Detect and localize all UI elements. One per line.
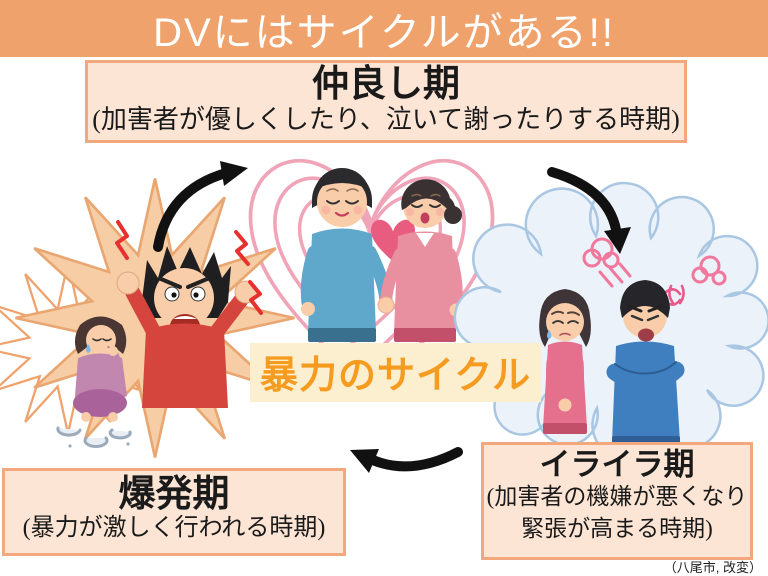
stage-desc-tension-line1: (加害者の機嫌が悪くなり — [486, 484, 748, 510]
stage-title-tension: イライラ期 — [539, 447, 695, 482]
attribution: （八尾市, 改変） — [663, 560, 762, 575]
happy-woman — [380, 179, 463, 342]
stage-box-explosion: 爆発期 (暴力が激しく行われる時期) — [2, 468, 346, 556]
title-banner: DVにはサイクルがある!! — [0, 0, 768, 57]
page-title: DVにはサイクルがある!! — [153, 10, 615, 55]
stage-box-tension: イライラ期 (加害者の機嫌が悪くなり 緊張が高まる時期) — [481, 442, 753, 560]
steam-puff-icon — [582, 237, 727, 288]
crouching-woman — [56, 316, 132, 448]
arrow-honeymoon-to-tension-icon — [547, 167, 631, 254]
cycle-arrows — [153, 161, 631, 473]
cycle-label: 暴力のサイクル — [250, 343, 542, 402]
happy-man — [300, 168, 393, 342]
broken-plates-icon — [56, 426, 132, 448]
stage-desc-tension-line2: 緊張が高まる時期) — [521, 515, 713, 541]
stage-title-explosion: 爆発期 — [118, 474, 230, 515]
stage-box-honeymoon: 仲良し期 (加害者が優しくしたり、泣いて謝ったりする時期) — [85, 60, 687, 143]
stage-desc-honeymoon: (加害者が優しくしたり、泣いて謝ったりする時期) — [92, 104, 680, 134]
holding-hands — [377, 296, 395, 314]
shouting-man — [115, 220, 263, 408]
stage-title-honeymoon: 仲良し期 — [312, 64, 460, 105]
arrow-tension-to-explosion-icon — [350, 447, 463, 473]
anger-lightning-icon — [115, 220, 263, 315]
happy-couple-illustration — [248, 158, 495, 393]
stage-desc-explosion: (暴力が激しく行われる時期) — [22, 514, 326, 541]
explosion-illustration — [0, 177, 296, 459]
annoyed-man — [606, 280, 685, 448]
arrow-explosion-to-honeymoon-icon — [153, 161, 248, 252]
worried-woman — [539, 289, 591, 434]
